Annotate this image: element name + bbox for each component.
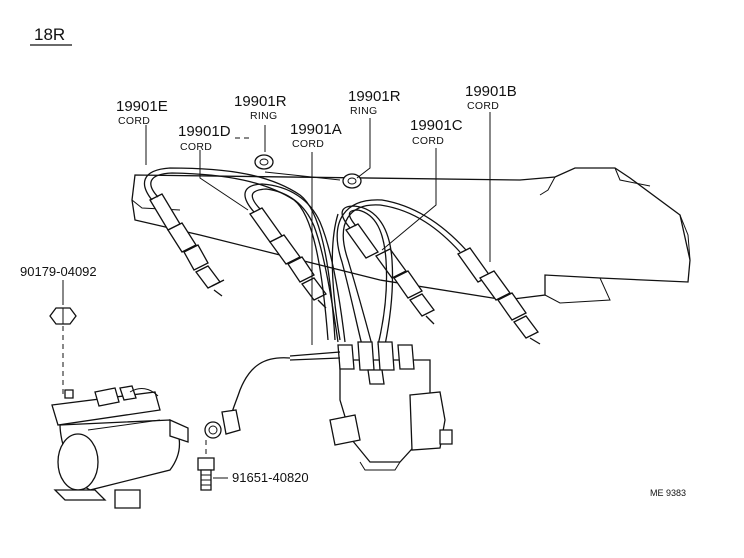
leader-ring-2 (356, 118, 371, 179)
leader-cord-c (381, 148, 437, 251)
label-ring-2-name: RING (350, 105, 377, 117)
label-ring-1-part: 19901R (234, 93, 287, 110)
label-cord-c-name: CORD (412, 135, 444, 147)
cylinder-head-cover (131, 167, 691, 304)
spark-plug-cords (144, 167, 467, 346)
label-nut-part: 90179-04092 (20, 264, 97, 279)
label-cord-d-name: CORD (180, 141, 212, 153)
spark-plug-4 (457, 247, 541, 345)
label-cord-d-part: 19901D (178, 123, 231, 140)
ring-connector (264, 171, 341, 181)
label-cord-a-name: CORD (292, 138, 324, 150)
ring-2 (342, 173, 362, 189)
leader-cord-d (199, 150, 249, 211)
nut (49, 307, 77, 325)
label-cord-b-name: CORD (467, 100, 499, 112)
bolt (197, 457, 215, 491)
spark-plug-1 (149, 193, 225, 297)
spark-plug-2 (249, 207, 327, 309)
label-cord-a-part: 19901A (290, 121, 342, 138)
coil-lead-cord (204, 351, 341, 439)
distributor (329, 341, 453, 471)
label-ring-2-part: 19901R (348, 88, 401, 105)
label-ring-1-name: RING (250, 110, 277, 122)
label-bolt-part: 91651-40820 (232, 470, 309, 485)
ignition-coil (51, 385, 189, 509)
label-cord-e-name: CORD (118, 115, 150, 127)
engine-code: 18R (34, 25, 65, 44)
label-cord-c-part: 19901C (410, 117, 463, 134)
label-cord-b-part: 19901B (465, 83, 517, 100)
ring-1 (254, 154, 274, 170)
label-cord-e-part: 19901E (116, 98, 168, 115)
drawing-code: ME 9383 (650, 488, 686, 498)
